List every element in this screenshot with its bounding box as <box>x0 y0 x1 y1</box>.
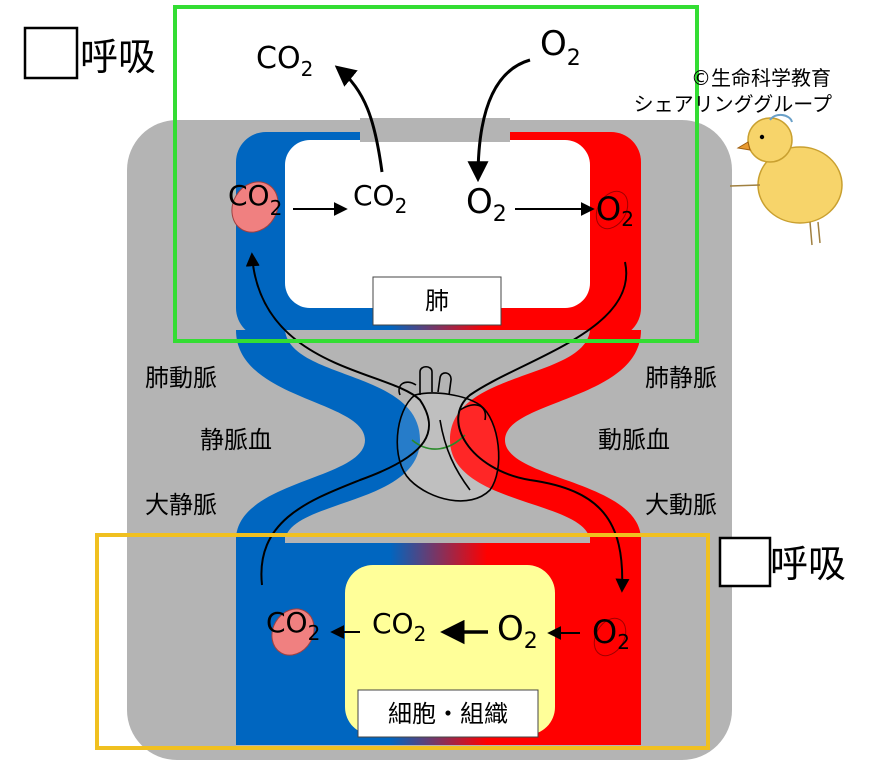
lung-label: 肺 <box>425 287 449 315</box>
o2-inhale-arrow <box>467 58 531 183</box>
gas-o2-alveolus: O2 <box>466 182 507 227</box>
arterial-vessel <box>450 330 641 540</box>
heart-icon <box>396 365 500 502</box>
gas-o2-inhaled: O2 <box>540 24 581 71</box>
label-pulmonary-vein: 肺静脈 <box>645 364 717 392</box>
credit-line2: シェアリンググループ <box>634 92 832 116</box>
gas-co2-rbc-lung: CO2 <box>228 179 282 220</box>
tissue-region-frame <box>95 533 710 750</box>
flow-arrow-arterial <box>457 261 630 593</box>
rbc-lung-venous <box>231 181 279 233</box>
rbc-tissue-venous <box>271 608 315 656</box>
internal-respiration-checkbox[interactable] <box>718 536 772 588</box>
lung-capillary <box>236 118 641 338</box>
rbc-tissue-arterial <box>593 617 627 657</box>
gas-co2-tissue: CO2 <box>372 607 426 646</box>
gas-co2-rbc-tissue: CO2 <box>266 606 320 645</box>
internal-respiration-label: 呼吸 <box>770 542 846 586</box>
gas-co2-exhaled: CO2 <box>256 41 313 81</box>
tissue-label: 細胞・組織 <box>388 700 508 728</box>
chick-illustration <box>729 114 843 246</box>
gas-o2-rbc-lung: O2 <box>596 190 634 231</box>
label-aorta: 大動脈 <box>645 491 717 519</box>
label-arterial-blood: 動脈血 <box>598 426 670 454</box>
venous-vessel <box>236 330 420 540</box>
external-respiration-checkbox[interactable] <box>23 26 79 80</box>
gas-o2-rbc-tissue: O2 <box>592 613 630 654</box>
label-venous-blood: 静脈血 <box>200 426 272 454</box>
lung-region-frame <box>173 5 699 343</box>
rbc-lung-arterial <box>595 190 629 230</box>
tissue-label-box <box>357 689 539 738</box>
label-pulmonary-artery: 肺動脈 <box>145 364 217 392</box>
label-vena-cava: 大静脈 <box>145 491 217 519</box>
flow-arrow-venous <box>245 252 430 586</box>
lung-label-box <box>372 276 502 326</box>
gas-co2-alveolus: CO2 <box>353 179 407 218</box>
external-respiration-label: 呼吸 <box>80 35 156 79</box>
credit-line1: ©生命科学教育 <box>691 66 831 90</box>
co2-exhale-arrow <box>334 65 384 173</box>
gas-o2-tissue: O2 <box>497 609 538 654</box>
